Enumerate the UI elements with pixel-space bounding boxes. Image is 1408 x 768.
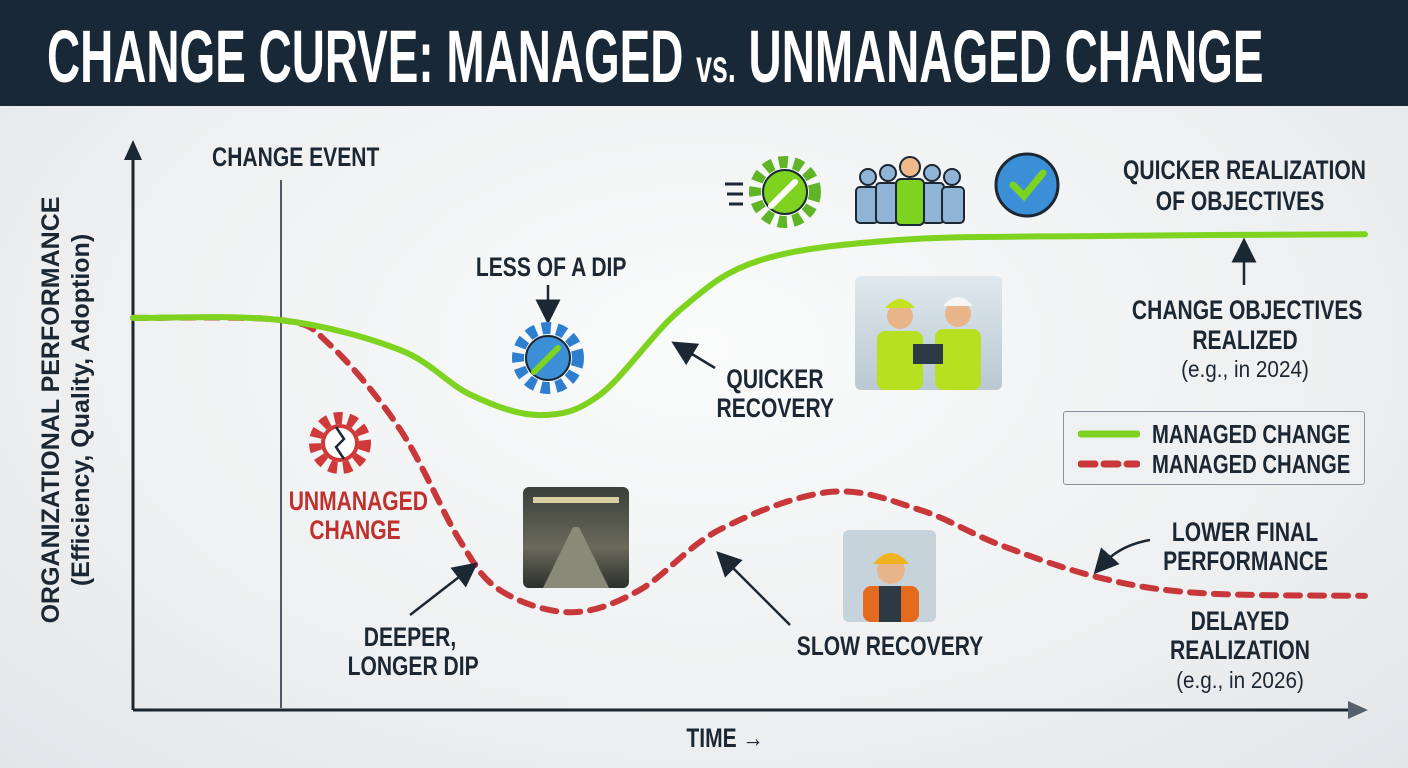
team-icon (855, 156, 965, 226)
objectives-realized-date: (e.g., in 2024) (1181, 356, 1309, 382)
quicker-recovery-label-1: QUICKER (726, 364, 824, 394)
x-axis-label: TIME → (686, 723, 764, 753)
unmanaged-change-line (130, 314, 1368, 616)
legend-label: MANAGED CHANGE (1152, 448, 1351, 479)
deeper-dip-arrow (409, 562, 478, 616)
deeper-dip-label-1: DEEPER, (363, 622, 457, 652)
x-axis-arrow-icon (1348, 701, 1368, 719)
gear-wrench-icon-green (725, 156, 821, 228)
header-bar: CHANGE CURVE: MANAGED vs. UNMANAGED CHAN… (0, 0, 1408, 106)
legend-item-managed: MANAGED CHANGE (1078, 418, 1406, 449)
y-axis-label: ORGANIZATIONAL PERFORMANCE (Efficiency, … (36, 180, 96, 640)
quicker-recovery-arrow (671, 341, 716, 370)
page-title: CHANGE CURVE: MANAGED vs. UNMANAGED CHAN… (47, 14, 1263, 99)
objectives-realized-label-1: CHANGE OBJECTIVES (1131, 295, 1363, 325)
delayed-label-2: REALIZATION (1169, 635, 1310, 665)
checkmark-icon (994, 152, 1060, 218)
slow-recovery-label: SLOW RECOVERY (796, 631, 984, 661)
objectives-realized-label-2: REALIZED (1192, 325, 1298, 355)
broken-gear-icon (309, 412, 371, 474)
slow-recovery-arrow (716, 551, 791, 626)
gear-wrench-icon-blue (512, 322, 584, 394)
quicker-realization-label-1: QUICKER REALIZATION (1123, 155, 1366, 185)
lower-final-arrow (1093, 538, 1151, 575)
delayed-label-1: DELAYED (1190, 606, 1290, 636)
less-dip-label: LESS OF A DIP (475, 252, 627, 282)
deeper-dip-label-2: LONGER DIP (347, 651, 479, 681)
frustrated-worker-photo (843, 530, 936, 622)
legend-item-unmanaged: MANAGED CHANGE (1078, 448, 1406, 479)
change-event-label: CHANGE EVENT (212, 142, 380, 172)
legend: MANAGED CHANGE MANAGED CHANGE (1063, 411, 1365, 485)
factory-photo (523, 487, 629, 588)
managed-change-line (130, 231, 1368, 419)
unmanaged-label-1: UNMANAGED (288, 486, 428, 516)
y-axis-label-line2: (Efficiency, Quality, Adoption) (67, 233, 95, 587)
title-part1: CHANGE CURVE: MANAGED (47, 15, 697, 98)
y-axis-label-line1: ORGANIZATIONAL PERFORMANCE (37, 196, 65, 624)
quicker-realization-label-2: OF OBJECTIVES (1155, 186, 1325, 216)
legend-solid-line-icon (1078, 430, 1140, 438)
y-axis-arrow-icon (124, 140, 142, 160)
delayed-date: (e.g., in 2026) (1176, 667, 1304, 693)
legend-dashed-line-icon (1078, 460, 1140, 468)
title-vs: vs. (696, 40, 736, 92)
legend-label: MANAGED CHANGE (1152, 418, 1351, 449)
title-part2: UNMANAGED CHANGE (735, 15, 1264, 98)
lower-final-label-2: PERFORMANCE (1163, 546, 1329, 576)
quicker-recovery-label-2: RECOVERY (716, 393, 834, 423)
lower-final-label-1: LOWER FINAL (1171, 517, 1319, 547)
unmanaged-label-2: CHANGE (309, 515, 401, 545)
workers-tablet-photo (855, 276, 1002, 390)
